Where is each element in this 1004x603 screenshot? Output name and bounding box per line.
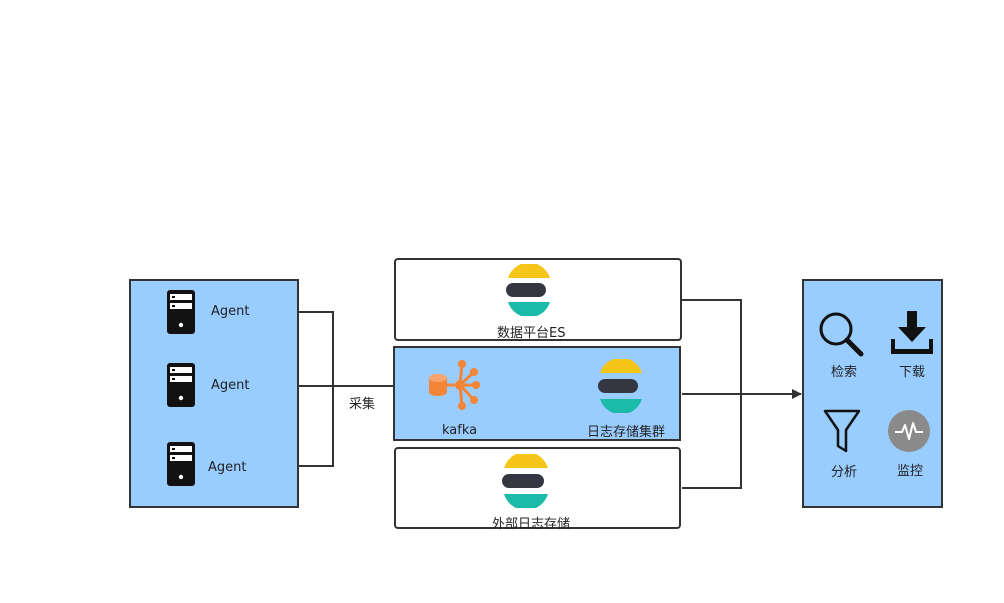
external-to-bus-line	[682, 394, 742, 489]
agent-label: Agent	[208, 460, 247, 475]
analysis-label: 分析	[831, 465, 858, 480]
es-to-bus-line	[682, 299, 742, 394]
agent-label: Agent	[211, 304, 250, 319]
monitor-pulse-icon	[888, 410, 930, 452]
kafka-label: kafka	[442, 423, 478, 438]
server-icon	[167, 290, 195, 334]
server-icon	[167, 442, 195, 486]
agents-panel	[129, 279, 299, 508]
kafka-logo-icon	[429, 360, 480, 410]
elasticsearch-logo-icon	[502, 454, 548, 508]
download-icon	[891, 311, 933, 354]
elasticsearch-logo-icon	[506, 264, 550, 316]
server-icon	[167, 363, 195, 407]
monitor-label: 监控	[897, 464, 924, 479]
collect-label: 采集	[349, 397, 376, 412]
external-storage-label: 外部日志存储	[492, 517, 571, 532]
filter-icon	[823, 409, 861, 453]
search-icon	[819, 312, 864, 357]
cluster-label: 日志存储集群	[587, 425, 666, 440]
elasticsearch-logo-icon	[598, 359, 642, 413]
search-label: 检索	[831, 365, 858, 380]
agent-label: Agent	[211, 378, 250, 393]
download-label: 下载	[899, 365, 926, 380]
platform-es-label: 数据平台ES	[497, 326, 566, 341]
